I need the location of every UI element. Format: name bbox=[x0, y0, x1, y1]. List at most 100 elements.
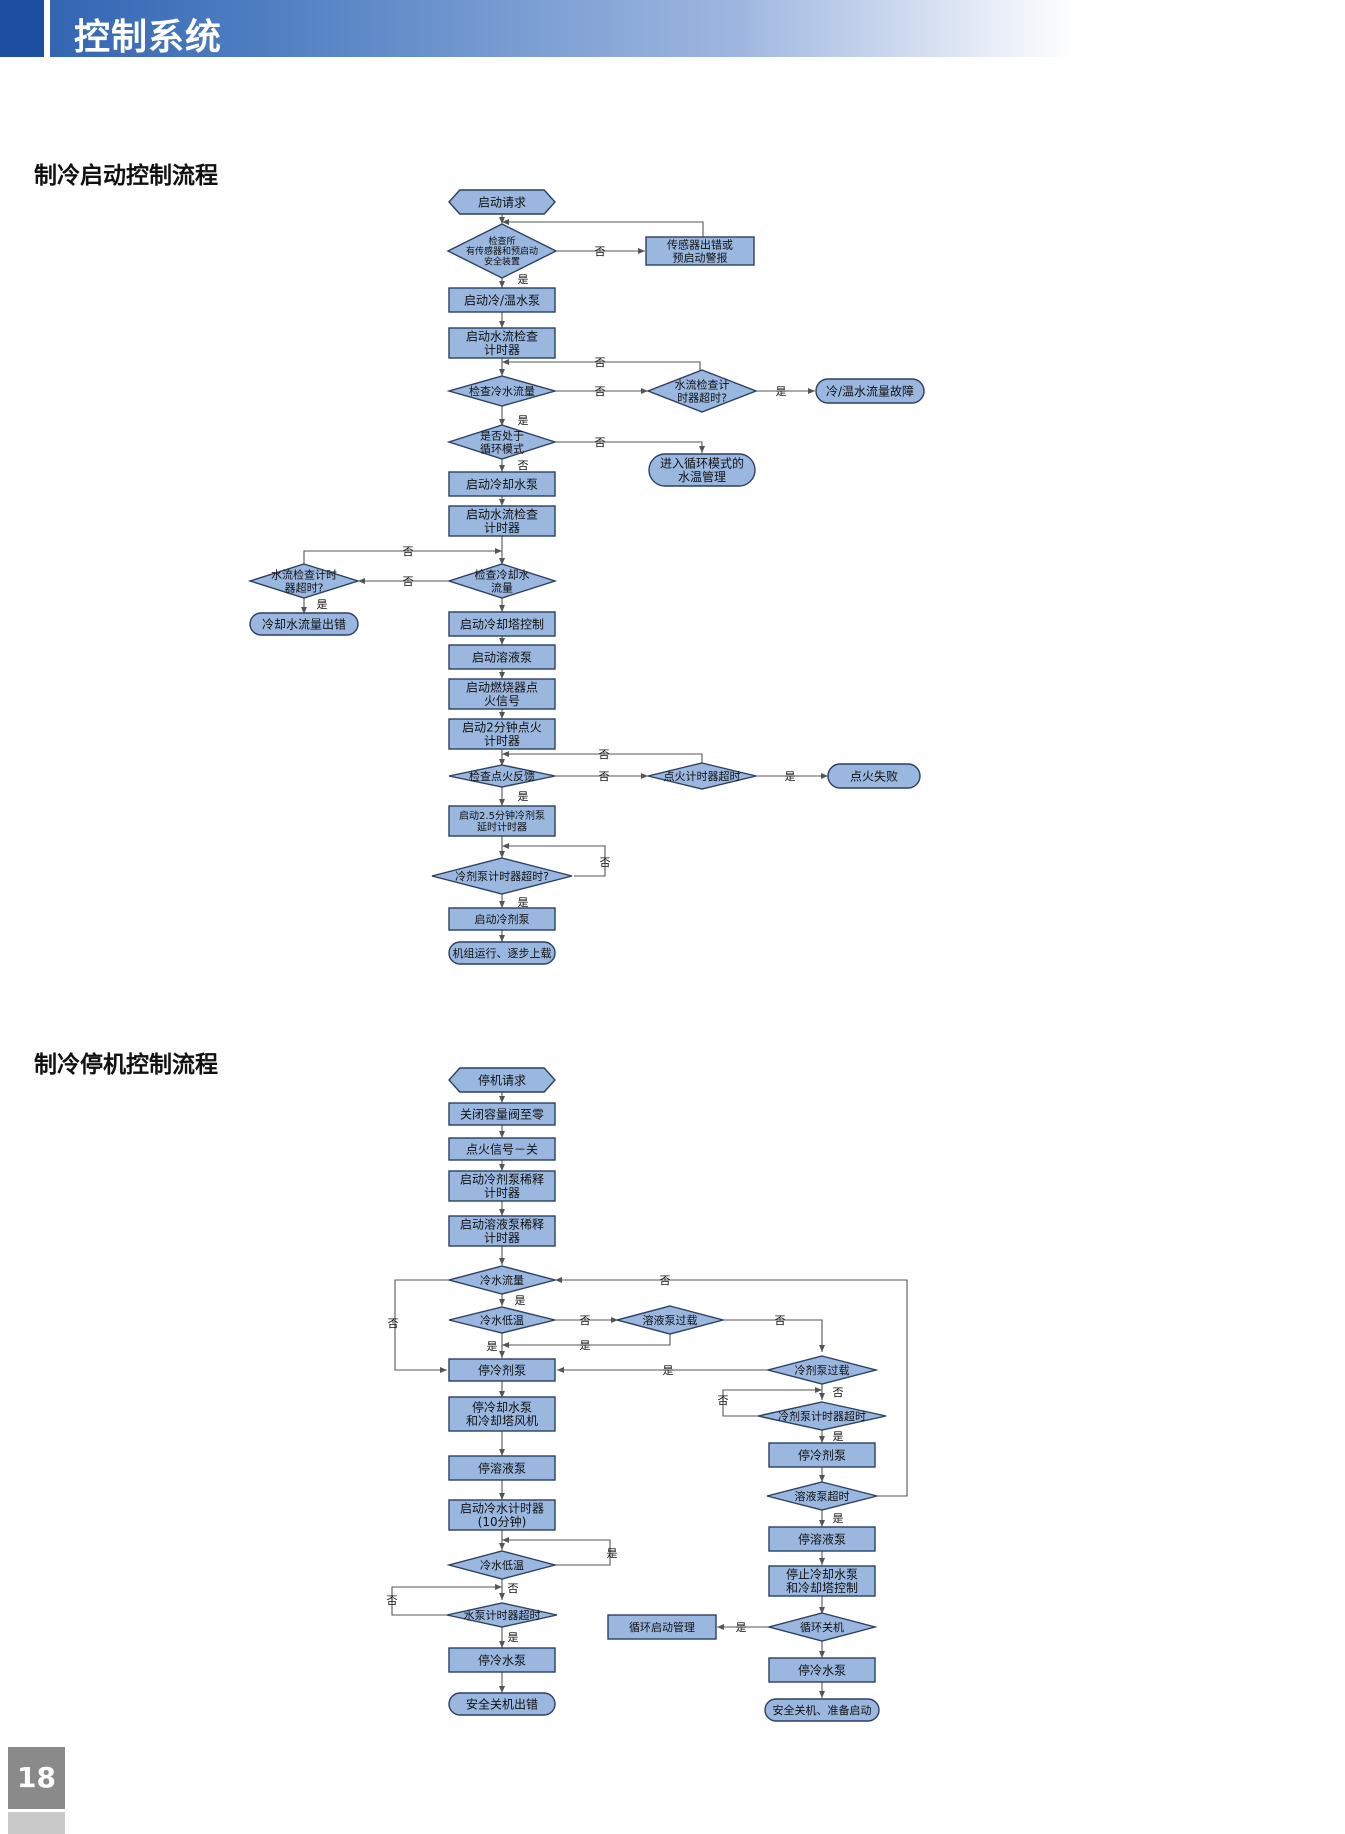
no-label: 否 bbox=[599, 770, 610, 783]
solution-pump-overload-decision-label: 溶液泵过载 bbox=[643, 1313, 698, 1327]
solution-pump-timeout-decision: 溶液泵超时 bbox=[766, 1481, 878, 1511]
stop-water-pump-node: 停冷水泵 bbox=[448, 1647, 556, 1673]
no-label: 否 bbox=[595, 385, 606, 398]
chw-flow-fault-node: 冷/温水流量故障 bbox=[815, 378, 925, 404]
start-refrigerant-pump-node-label: 启动冷剂泵 bbox=[475, 912, 530, 926]
start-cw-pump-node-label: 启动冷却水泵 bbox=[466, 477, 538, 491]
flow-timer-timeout-decision: 水流检查计时器超时? bbox=[646, 369, 758, 413]
check-chw-flow-decision-label: 检查冷水流量 bbox=[469, 384, 535, 398]
startup-flow-title: 制冷启动控制流程 bbox=[34, 163, 218, 189]
no-label: 否 bbox=[599, 748, 610, 761]
check-sensors-decision: 检查所有传感器和预启动安全装置 bbox=[446, 223, 558, 279]
header-bar: 控制系统 bbox=[0, 0, 1345, 58]
ignition-timer-timeout-decision-label: 点火计时器超时 bbox=[664, 769, 741, 783]
start-refrigerant-delay-node-label: 启动2.5分钟冷剂泵延时计时器 bbox=[459, 809, 545, 834]
connector-line bbox=[722, 1387, 822, 1417]
sensor-alarm-node-label: 传感器出错或预启动警报 bbox=[667, 238, 733, 265]
start-chw-pump-node-label: 启动冷/温水泵 bbox=[464, 293, 540, 307]
flow-timer-timeout2-decision-label: 水流检查计时器超时? bbox=[271, 568, 337, 595]
solution-dilution-timer-node: 启动溶液泵稀释计时器 bbox=[448, 1215, 556, 1247]
unit-running-node-label: 机组运行、逐步上载 bbox=[453, 946, 552, 960]
connector-line bbox=[555, 441, 705, 453]
yes-label: 是 bbox=[663, 1364, 674, 1377]
close-capacity-valve-node: 关闭容量阀至零 bbox=[448, 1102, 556, 1126]
chw-flow-fault-node-label: 冷/温水流量故障 bbox=[826, 383, 914, 398]
stop-cw-pump-tower-ctrl-node-label: 停止冷却水泵和冷却塔控制 bbox=[786, 1566, 858, 1595]
no-label: 否 bbox=[833, 1386, 844, 1399]
stop-refrigerant-pump-node: 停冷剂泵 bbox=[448, 1358, 556, 1382]
start-request-node-label: 启动请求 bbox=[478, 195, 526, 209]
no-label: 否 bbox=[403, 545, 414, 558]
yes-label: 是 bbox=[518, 790, 529, 803]
stop-solution-pump-node: 停溶液泵 bbox=[448, 1455, 556, 1481]
start-tower-ctrl-node-label: 启动冷却塔控制 bbox=[460, 617, 544, 631]
start-flow-timer-node-label: 启动水流检查计时器 bbox=[466, 328, 538, 357]
pump-timer-timeout-decision-label: 水泵计时器超时 bbox=[464, 1608, 541, 1622]
ignition-failure-node: 点火失败 bbox=[827, 763, 921, 789]
pump-timer-timeout-decision: 水泵计时器超时 bbox=[446, 1602, 558, 1628]
check-cw-flow-decision: 检查冷却水流量 bbox=[446, 563, 558, 599]
stop-cw-pump-tower-ctrl-node: 停止冷却水泵和冷却塔控制 bbox=[768, 1565, 876, 1597]
start-flow-timer-node: 启动水流检查计时器 bbox=[448, 327, 556, 359]
sensor-alarm-node: 传感器出错或预启动警报 bbox=[645, 236, 755, 266]
cycle-mode-decision-label: 是否处于循环模式 bbox=[480, 430, 524, 456]
stop-refrigerant-pump-node-label: 停冷剂泵 bbox=[478, 1362, 526, 1377]
cw-flow-error-node-label: 冷却水流量出错 bbox=[262, 617, 346, 631]
refrigerant-pump-overload-decision-label: 冷剂泵过载 bbox=[795, 1363, 850, 1377]
no-label: 否 bbox=[387, 1594, 398, 1607]
close-capacity-valve-node-label: 关闭容量阀至零 bbox=[460, 1106, 544, 1121]
stop-water-pump-node-label: 停冷水泵 bbox=[478, 1652, 526, 1667]
yes-label: 是 bbox=[518, 273, 529, 286]
start-solution-pump-node-label: 启动溶液泵 bbox=[472, 649, 532, 664]
cycle-shutdown-decision-label: 循环关机 bbox=[800, 1620, 844, 1634]
start-chw-timer-node-label: 启动冷水计时器(10分钟) bbox=[460, 1501, 544, 1529]
connector-line bbox=[555, 1277, 908, 1497]
connector-line bbox=[303, 548, 502, 565]
connector-line bbox=[502, 219, 704, 237]
connector-line bbox=[502, 843, 606, 877]
chw-low-temp2-decision: 冷水低温 bbox=[446, 1550, 558, 1580]
connector-line bbox=[391, 1584, 502, 1616]
start-refrigerant-pump-node: 启动冷剂泵 bbox=[448, 907, 556, 931]
no-label: 否 bbox=[403, 575, 414, 588]
no-label: 否 bbox=[718, 1394, 729, 1407]
no-label: 否 bbox=[508, 1582, 519, 1595]
yes-label: 是 bbox=[518, 414, 529, 427]
page-number: 18 bbox=[17, 1761, 56, 1794]
yes-label: 是 bbox=[607, 1547, 618, 1560]
refrigerant-dilution-timer-node: 启动冷剂泵稀释计时器 bbox=[448, 1170, 556, 1202]
safe-shutdown-ready-node: 安全关机、准备启动 bbox=[764, 1698, 880, 1722]
header-divider bbox=[44, 0, 50, 57]
safe-shutdown-error-node: 安全关机出错 bbox=[448, 1692, 556, 1716]
connector-line bbox=[723, 1319, 825, 1352]
check-sensors-decision-label: 检查所有传感器和预启动安全装置 bbox=[466, 235, 538, 268]
ignition-off-node-label: 点火信号－关 bbox=[466, 1142, 538, 1156]
stop-solution-pump-node-label: 停溶液泵 bbox=[478, 1460, 526, 1475]
yes-label: 是 bbox=[736, 1621, 747, 1634]
yes-label: 是 bbox=[518, 896, 529, 909]
safe-shutdown-ready-node-label: 安全关机、准备启动 bbox=[773, 1703, 872, 1717]
shutdown-flow-title: 制冷停机控制流程 bbox=[34, 1052, 218, 1078]
solution-dilution-timer-node-label: 启动溶液泵稀释计时器 bbox=[460, 1216, 544, 1245]
unit-running-node: 机组运行、逐步上载 bbox=[448, 941, 556, 965]
yes-label: 是 bbox=[580, 1339, 591, 1352]
check-ignition-decision: 检查点火反馈 bbox=[448, 764, 556, 788]
start-ignition-timer-node-label: 启动2分钟点火计时器 bbox=[462, 719, 542, 748]
page-title: 控制系统 bbox=[74, 17, 223, 58]
yes-label: 是 bbox=[508, 1631, 519, 1644]
chw-low-temp-decision-label: 冷水低温 bbox=[480, 1314, 524, 1327]
yes-label: 是 bbox=[487, 1340, 498, 1353]
start-cw-pump-node: 启动冷却水泵 bbox=[448, 471, 556, 497]
solution-pump-timeout-decision-label: 溶液泵超时 bbox=[795, 1489, 850, 1503]
refrigerant-timer-timeout-decision: 冷剂泵计时器超时? bbox=[431, 857, 573, 895]
yes-label: 是 bbox=[317, 598, 328, 611]
enter-cycle-mode-node: 进入循环模式的水温管理 bbox=[648, 453, 756, 487]
check-cw-flow-decision-label: 检查冷却水流量 bbox=[475, 568, 530, 595]
connector-line bbox=[502, 751, 703, 765]
start-chw-pump-node: 启动冷/温水泵 bbox=[448, 287, 556, 313]
yes-label: 是 bbox=[776, 385, 787, 398]
yes-label: 是 bbox=[833, 1430, 844, 1443]
chw-flow-decision-label: 冷水流量 bbox=[480, 1273, 524, 1287]
chw-low-temp2-decision-label: 冷水低温 bbox=[480, 1559, 524, 1572]
